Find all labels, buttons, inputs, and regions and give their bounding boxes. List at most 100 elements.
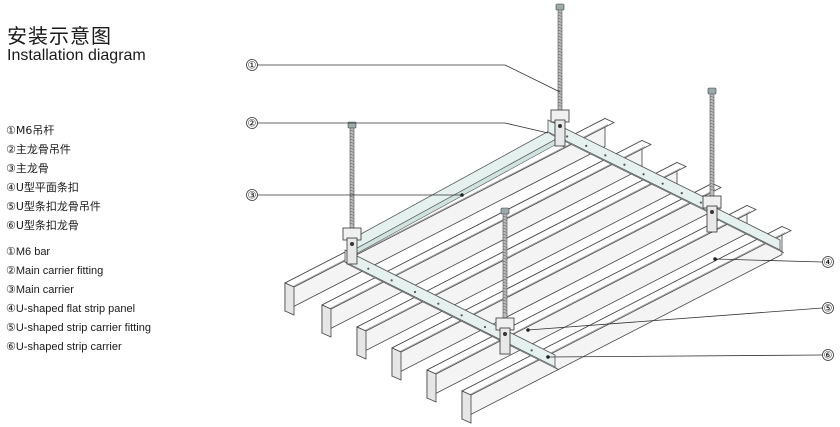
carrier-rivet <box>604 154 607 157</box>
fitting-bolt <box>710 210 714 214</box>
strip-end-cap <box>391 347 402 381</box>
rod-thread <box>502 272 508 275</box>
rod-thread <box>709 119 715 122</box>
strip-end-cap <box>426 369 437 403</box>
fitting-plate <box>499 327 511 355</box>
rod-nut <box>347 121 357 129</box>
rod-thread <box>502 266 508 269</box>
rod-thread <box>502 218 508 221</box>
callout-1: ① <box>246 59 561 93</box>
legend-cn-item: ⑥U型条扣龙骨 <box>6 219 79 232</box>
legend-en-item: ⑤U-shaped strip carrier fitting <box>6 322 151 334</box>
rod-thread <box>349 129 355 132</box>
rod-thread <box>502 299 508 302</box>
rod-thread <box>502 248 508 251</box>
carrier-rivet <box>437 302 440 305</box>
rod-nut <box>707 87 717 95</box>
rod-thread <box>709 167 715 170</box>
rod-thread <box>502 284 508 287</box>
strip-end-cap <box>356 326 367 360</box>
rod-thread <box>349 180 355 183</box>
carrier-rivet <box>699 201 702 204</box>
rod-thread <box>709 161 715 164</box>
rod-thread <box>502 269 508 272</box>
carrier-rivet <box>483 325 487 329</box>
hanger-assembly <box>342 121 362 265</box>
rod-thread <box>557 14 563 17</box>
legend-en-item: ②Main carrier fitting <box>6 265 104 277</box>
rod-thread <box>557 56 563 59</box>
rod-thread <box>709 176 715 179</box>
rod-thread <box>557 44 563 47</box>
main-carrier <box>349 124 561 253</box>
rod-thread <box>502 251 508 254</box>
rod-thread <box>557 71 563 74</box>
hanger-assembly <box>702 87 722 233</box>
rod-thread <box>502 311 508 314</box>
rod-thread <box>557 74 563 77</box>
rod-thread <box>349 198 355 201</box>
rod-thread <box>557 53 563 56</box>
rod-thread <box>349 135 355 138</box>
rod-thread <box>709 146 715 149</box>
rod-thread <box>502 236 508 239</box>
legend-cn-item: ①M6吊杆 <box>6 124 55 137</box>
rod-thread <box>557 92 563 95</box>
rod-thread <box>349 156 355 159</box>
strip-fold-line <box>429 211 751 377</box>
rod-thread <box>557 17 563 20</box>
rod-thread <box>502 233 508 236</box>
rod-thread <box>557 47 563 50</box>
carrier-rivet <box>585 144 588 147</box>
callout-2-label: ② <box>248 119 257 130</box>
rod-thread <box>557 59 563 62</box>
rod-thread <box>502 239 508 242</box>
callout-2: ② <box>246 117 549 134</box>
callout-4: ④ <box>713 256 834 269</box>
legend-en-item: ⑥U-shaped strip carrier <box>6 341 122 353</box>
rod-thread <box>502 245 508 248</box>
rod-thread <box>557 95 563 98</box>
rod-thread <box>557 50 563 53</box>
rod-thread <box>349 177 355 180</box>
rod-thread <box>557 32 563 35</box>
rod-thread <box>349 141 355 144</box>
rod-thread <box>709 140 715 143</box>
rod-thread <box>557 20 563 23</box>
rod-thread <box>557 35 563 38</box>
fitting-bolt <box>350 242 354 246</box>
rod-thread <box>349 183 355 186</box>
rod-thread <box>709 134 715 137</box>
threaded-rod <box>349 125 355 229</box>
rod-thread <box>709 128 715 131</box>
strip-fold-line <box>359 168 681 334</box>
strip-fold-line <box>394 189 716 355</box>
rod-thread <box>709 179 715 182</box>
rod-thread <box>349 171 355 174</box>
rod-thread <box>502 275 508 278</box>
rod-thread <box>709 188 715 191</box>
fitting-plate <box>706 205 718 233</box>
rod-thread <box>709 95 715 98</box>
carrier-rivet <box>530 349 533 352</box>
rod-thread <box>349 192 355 195</box>
rod-thread <box>709 164 715 167</box>
carrier-rivet <box>413 290 417 294</box>
fitting-bolt <box>503 332 507 336</box>
rod-thread <box>502 296 508 299</box>
rod-thread <box>709 116 715 119</box>
rod-thread <box>557 41 563 44</box>
rod-thread <box>709 122 715 125</box>
strip-fold-line <box>287 124 609 290</box>
rod-thread <box>557 65 563 68</box>
rod-thread <box>709 137 715 140</box>
carrier-rivet <box>661 182 664 185</box>
hanger-assembly <box>550 3 570 147</box>
rod-thread <box>349 132 355 135</box>
rod-thread <box>502 230 508 233</box>
fitting-plate <box>554 119 566 147</box>
rod-thread <box>349 222 355 225</box>
rod-thread <box>709 98 715 101</box>
rod-thread <box>349 213 355 216</box>
rod-nut <box>555 3 565 11</box>
